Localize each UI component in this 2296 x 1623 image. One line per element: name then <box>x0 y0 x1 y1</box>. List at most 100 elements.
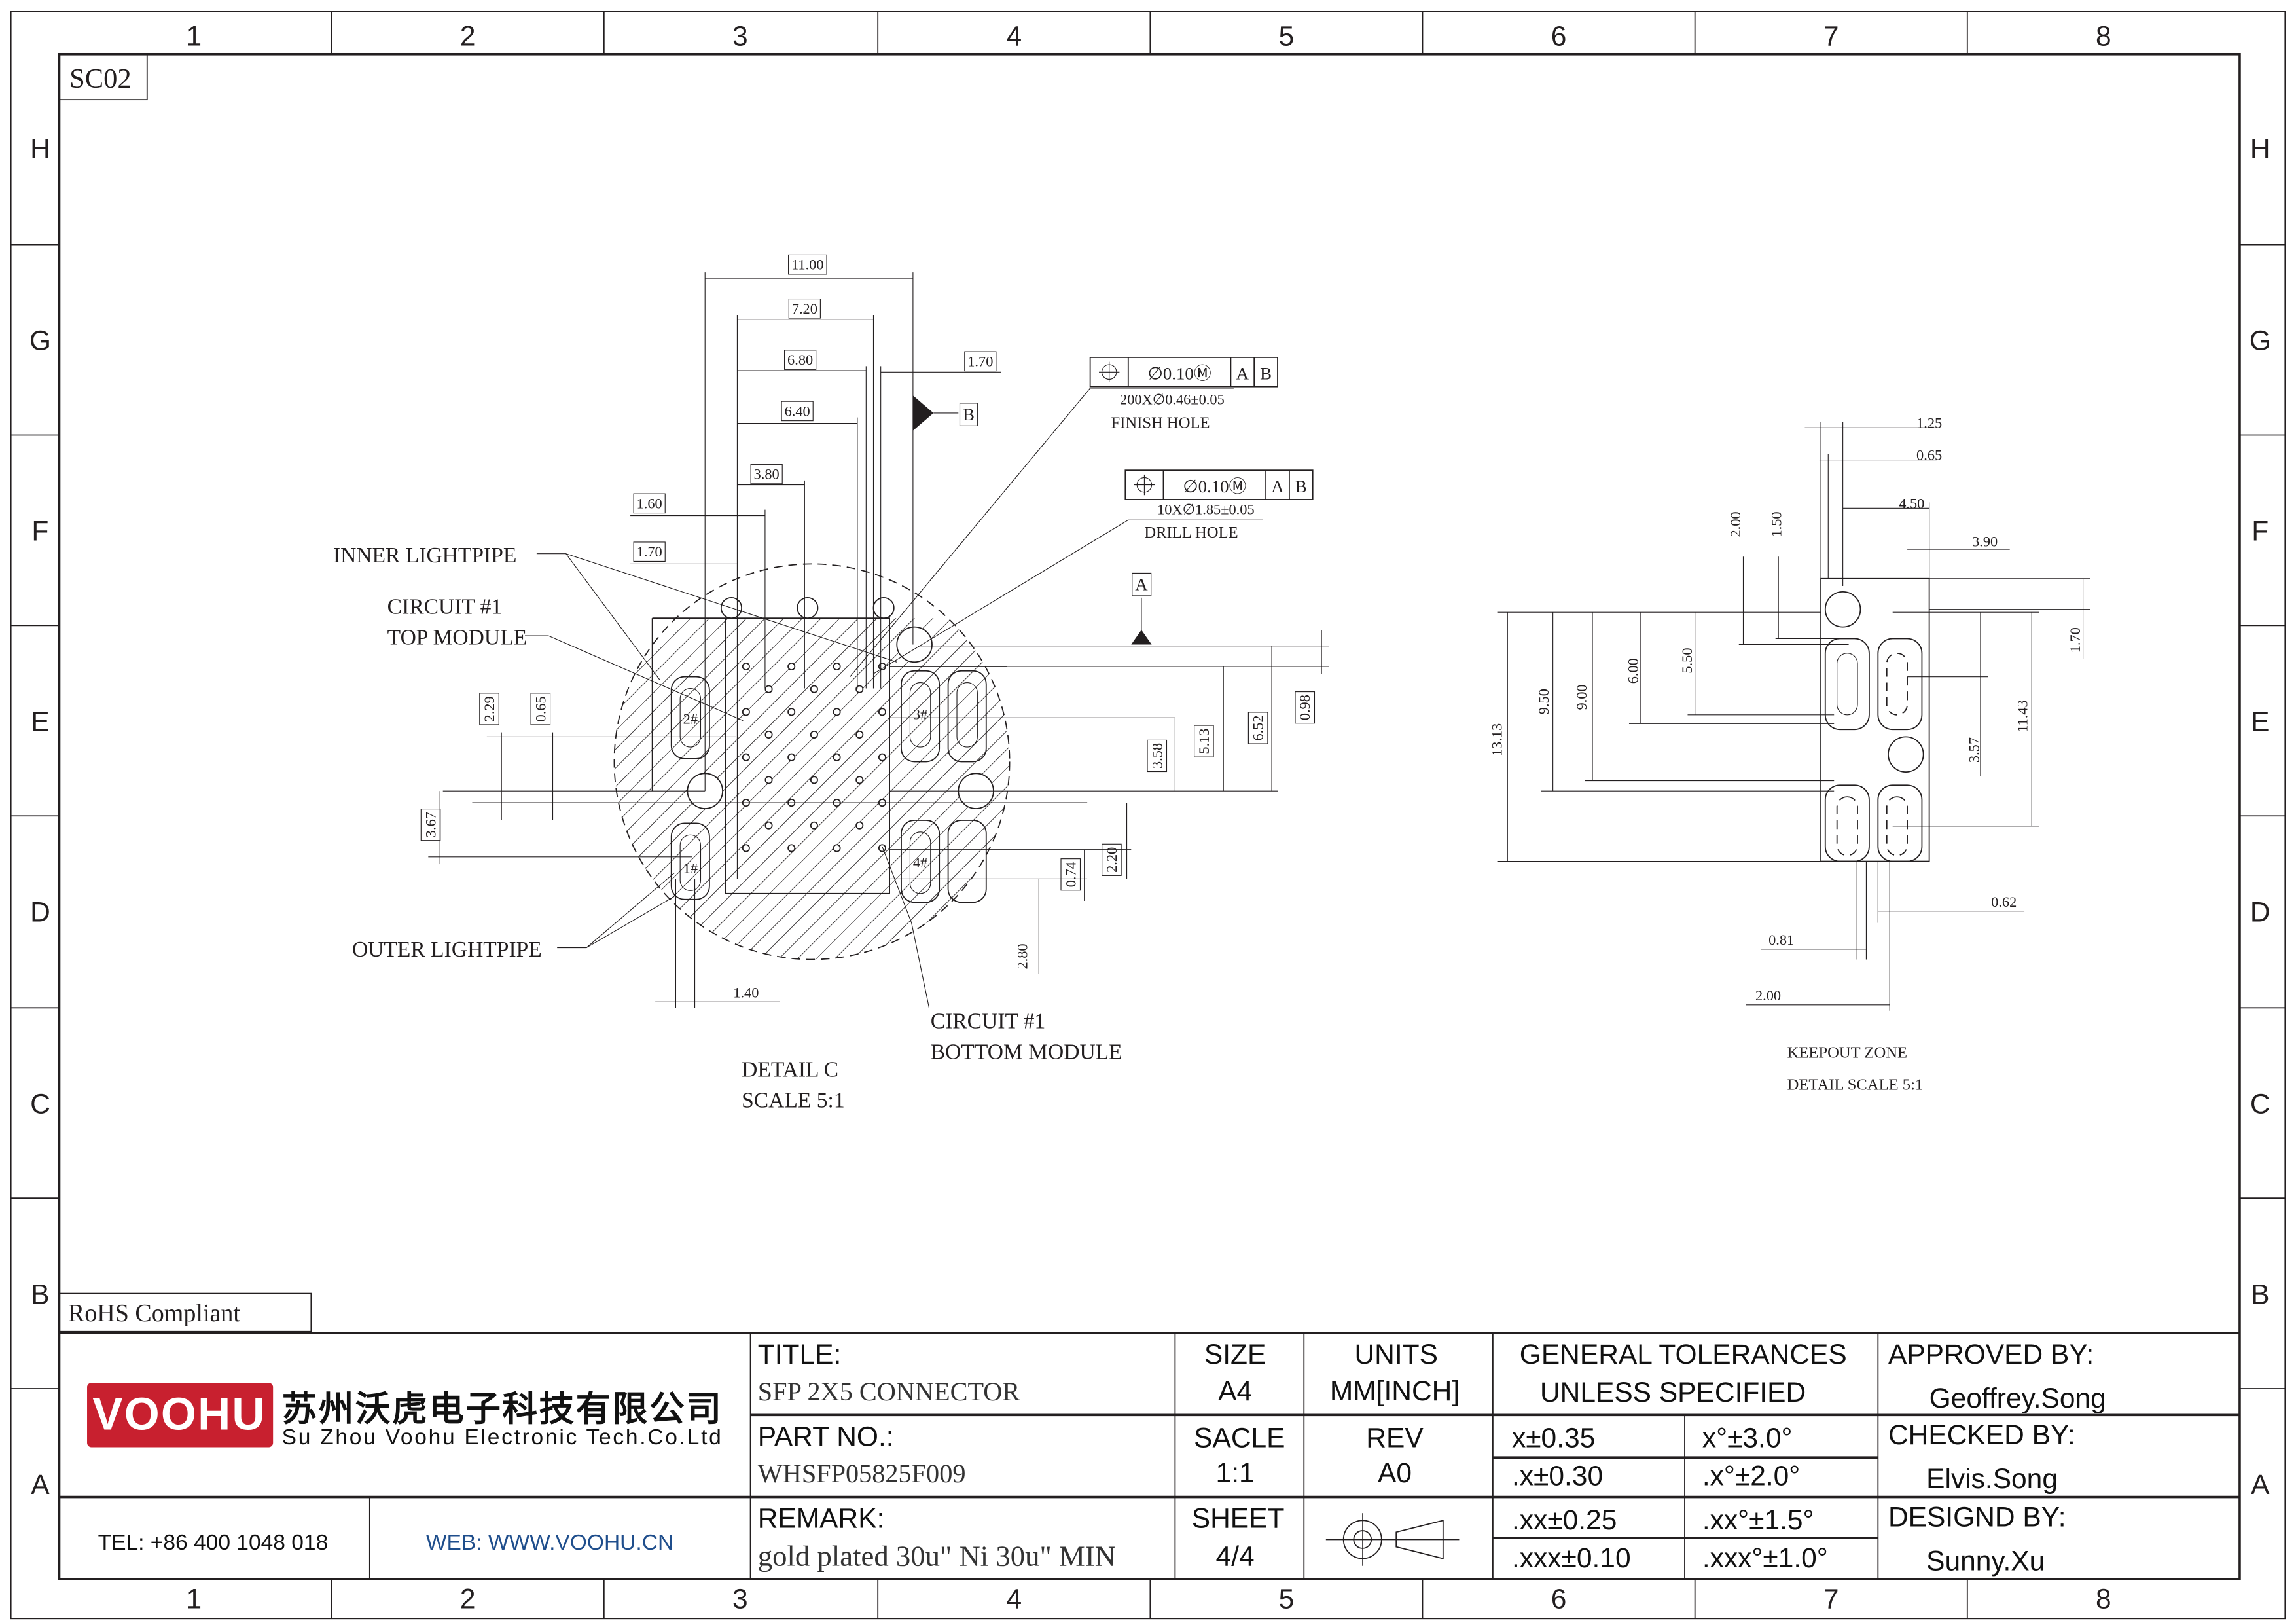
fcf-ref: B <box>1295 477 1307 496</box>
finish-hole <box>855 821 864 830</box>
detail-scale: SCALE 5:1 <box>742 1088 845 1112</box>
dim-box <box>781 401 814 422</box>
leader-lines <box>525 388 1263 1008</box>
dim-label: 0.98 <box>1297 695 1313 720</box>
finish-hole <box>787 753 796 761</box>
units-value: MM[INCH] <box>1330 1376 1460 1407</box>
row-label: A <box>2251 1470 2270 1501</box>
scale-label: SACLE <box>1194 1423 1285 1454</box>
dim-label: 7.20 <box>792 301 817 317</box>
fcf-label: FINISH HOLE <box>1111 414 1210 431</box>
finish-hole <box>764 821 773 830</box>
fcf-tolerance: ∅0.10Ⓜ <box>1183 477 1246 496</box>
dim-label: 1.70 <box>967 353 993 369</box>
size-label: SIZE <box>1204 1340 1266 1370</box>
finish-hole <box>833 844 841 852</box>
row-label: G <box>2250 326 2271 357</box>
dim-box <box>1295 691 1316 724</box>
tolerance-angular: .xxx°±1.0° <box>1702 1543 1828 1574</box>
datum-b: B <box>963 405 975 424</box>
logo-text: VOOHU <box>92 1389 266 1440</box>
row-label: G <box>29 326 51 357</box>
finish-hole <box>742 708 750 716</box>
lightpipe-slots: 2# 1# 3# 4# <box>670 670 987 903</box>
keepout-dimensions: 1.25 0.65 4.50 3.90 2.00 1.50 1.70 13.13… <box>1488 414 2083 1093</box>
col-label: 7 <box>1823 1584 1839 1615</box>
finish-hole <box>878 844 886 852</box>
company-name-en: Su Zhou Voohu Electronic Tech.Co.Ltd <box>282 1425 721 1450</box>
web-link[interactable]: WEB: WWW.VOOHU.CN <box>426 1531 673 1555</box>
part-no-value: WHSFP05825F009 <box>758 1459 966 1488</box>
sheet-label: SHEET <box>1192 1504 1285 1535</box>
designed-by-label: DESIGND BY: <box>1888 1502 2066 1533</box>
dim-box <box>1147 739 1168 773</box>
detail-c-view: 2# 1# 3# 4# <box>333 254 1329 1112</box>
checked-by-value: Elvis.Song <box>1926 1464 2058 1495</box>
part-no-label: PART NO.: <box>758 1421 894 1452</box>
dim-label: 1.70 <box>2067 627 2083 653</box>
dim-label: 3.80 <box>754 466 780 483</box>
dim-label: 6.40 <box>785 403 810 419</box>
finish-hole <box>855 776 864 784</box>
finish-hole <box>878 753 886 761</box>
dim-box <box>788 298 821 319</box>
row-labels-right: H G F E D C B A <box>2250 134 2271 1501</box>
fcf-finish-hole: ∅0.10Ⓜ A B 200X∅0.46±0.05 FINISH HOLE <box>1089 357 1278 431</box>
approved-by-value: Geoffrey.Song <box>1929 1383 2106 1414</box>
dim-label: 9.50 <box>1535 689 1552 714</box>
col-label: 1 <box>187 1584 202 1615</box>
dim-label: 1.60 <box>637 495 662 511</box>
bottom-module-label: BOTTOM MODULE <box>931 1040 1122 1065</box>
tolerance-linear: .xxx±0.10 <box>1512 1543 1631 1574</box>
row-label: B <box>2251 1279 2269 1310</box>
col-label: 1 <box>187 21 202 52</box>
finish-hole <box>742 662 750 671</box>
dim-label: 2.00 <box>1727 511 1744 537</box>
dim-label: 4.50 <box>1899 495 1924 511</box>
row-label: H <box>2250 134 2270 165</box>
detail-c-labels: INNER LIGHTPIPE CIRCUIT #1 TOP MODULE OU… <box>333 543 1122 1112</box>
row-label: D <box>2250 897 2270 928</box>
dim-box <box>784 350 817 370</box>
dim-label: 0.81 <box>1768 932 1794 948</box>
dim-label: 5.13 <box>1196 729 1212 754</box>
remark-label: REMARK: <box>758 1504 885 1535</box>
col-label: 4 <box>1006 1584 1022 1615</box>
tolerance-subtitle: UNLESS SPECIFIED <box>1540 1377 1806 1408</box>
dim-label: 3.57 <box>1966 737 1982 763</box>
designed-by-value: Sunny.Xu <box>1926 1546 2045 1577</box>
dim-box <box>1247 712 1268 744</box>
fcf-label: DRILL HOLE <box>1144 524 1238 541</box>
fcf-ref: A <box>1271 477 1284 496</box>
col-label: 2 <box>460 1584 476 1615</box>
dim-box <box>420 809 441 841</box>
column-labels-top: 1 2 3 4 5 6 7 8 <box>187 21 2111 52</box>
dim-label: 2.20 <box>1103 847 1120 873</box>
dim-label: 6.80 <box>787 352 813 368</box>
col-label: 6 <box>1551 21 1567 52</box>
slot-3-label: 3# <box>913 706 927 723</box>
dim-box <box>633 541 666 562</box>
drawing-frame: 1 2 3 4 5 6 7 8 1 2 3 4 5 6 7 8 H G F E … <box>10 11 2286 1620</box>
datum-a: A <box>1135 575 1148 594</box>
tel: TEL: +86 400 1048 018 <box>98 1531 329 1555</box>
dim-label: 11.00 <box>791 257 823 273</box>
row-label: H <box>30 134 50 165</box>
dim-box <box>633 493 666 514</box>
tolerance-angular: .x°±2.0° <box>1702 1461 1800 1492</box>
dim-box <box>479 693 499 725</box>
row-label: E <box>2251 706 2269 737</box>
fcf-note: 10X∅1.85±0.05 <box>1157 501 1255 517</box>
tolerance-linear: .xx±0.25 <box>1512 1505 1617 1536</box>
col-label: 3 <box>732 1584 748 1615</box>
finish-hole <box>764 730 773 739</box>
finish-hole <box>787 662 796 671</box>
col-label: 8 <box>2096 1584 2111 1615</box>
column-labels-bottom: 1 2 3 4 5 6 7 8 <box>187 1584 2111 1615</box>
dim-box <box>530 693 551 725</box>
dim-label: 2.29 <box>481 696 497 721</box>
dim-label: 13.13 <box>1488 723 1505 756</box>
sheet-code: SC02 <box>69 64 131 94</box>
finish-hole <box>764 776 773 784</box>
finish-hole <box>833 753 841 761</box>
